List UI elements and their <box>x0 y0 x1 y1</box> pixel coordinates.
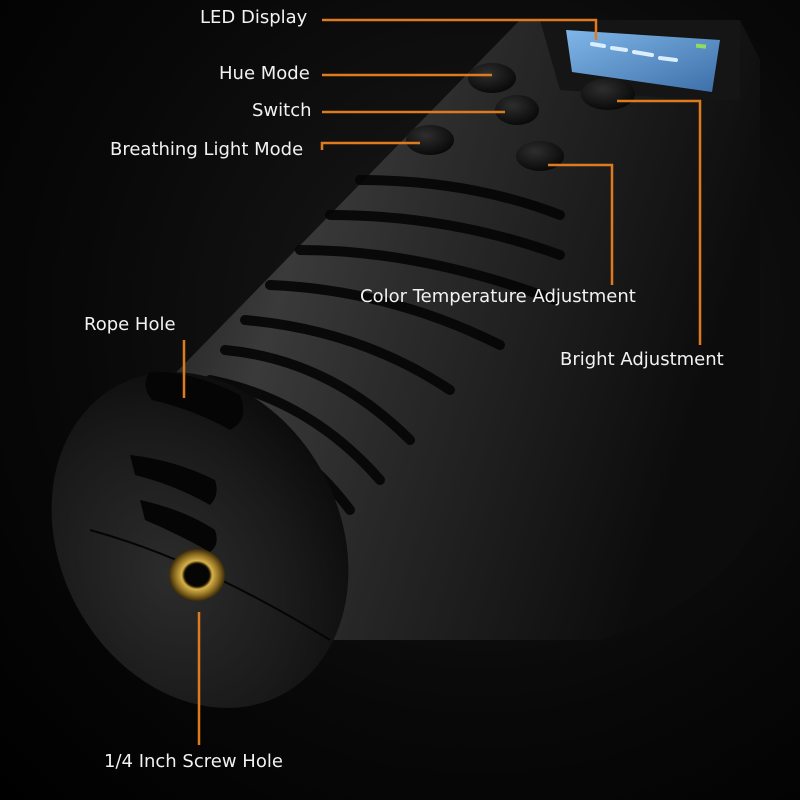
hue-mode-label: Hue Mode <box>219 63 310 84</box>
color-temp-line <box>548 163 614 285</box>
led-display <box>566 30 720 92</box>
rope-hole-label: Rope Hole <box>84 314 176 335</box>
rope-hole-slot <box>145 371 244 430</box>
screw-hole-label: 1/4 Inch Screw Hole <box>104 751 283 772</box>
bright-adjustment-label: Bright Adjustment <box>560 349 724 370</box>
led-display-label: LED Display <box>200 7 308 28</box>
hue-mode-button <box>468 63 516 93</box>
breathing-mode-button <box>406 125 454 155</box>
end-cap <box>51 371 349 708</box>
breathing-mode-line <box>320 141 420 150</box>
callout-lines <box>182 18 702 745</box>
color-temperature-adjustment-label: Color Temperature Adjustment <box>360 286 636 307</box>
color-temp-button <box>516 141 564 171</box>
grip-grooves <box>195 175 565 515</box>
control-buttons <box>406 63 635 171</box>
switch-button <box>495 95 539 125</box>
led-display-line <box>322 18 598 40</box>
breathing-light-mode-label: Breathing Light Mode <box>110 139 304 160</box>
bright-line <box>617 99 702 345</box>
bright-button <box>581 78 635 110</box>
switch-label: Switch <box>252 100 312 121</box>
